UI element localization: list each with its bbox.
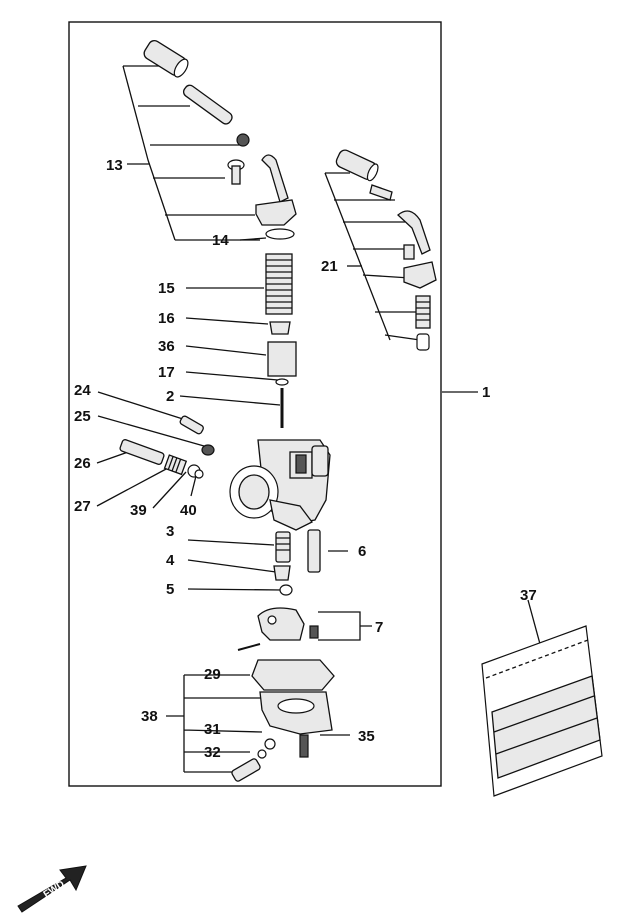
cable-tube — [182, 84, 233, 125]
callout-37: 37 — [520, 587, 537, 604]
throttle-valve — [267, 341, 297, 377]
callout-2: 2 — [166, 388, 174, 405]
float-assembly — [237, 607, 372, 651]
fwd-arrow-icon: FWD — [17, 865, 87, 913]
callout-7: 7 — [375, 619, 383, 636]
callout-1: 1 — [482, 384, 490, 401]
callout-14: 14 — [212, 232, 229, 249]
spring — [265, 253, 293, 315]
callout-24: 24 — [74, 382, 91, 399]
callout-21: 21 — [321, 258, 338, 275]
assembly-frame — [68, 21, 442, 787]
throttle-plunger-cap — [143, 40, 189, 78]
callout-5: 5 — [166, 581, 174, 598]
callout-32: 32 — [204, 744, 221, 761]
callout-39: 39 — [130, 502, 147, 519]
callout-16: 16 — [158, 310, 175, 327]
screw — [227, 159, 245, 185]
callout-40: 40 — [180, 502, 197, 519]
throttle-housing — [255, 199, 297, 226]
callout-15: 15 — [158, 280, 175, 297]
carburetor-body — [229, 439, 331, 531]
bent-pipe — [261, 154, 289, 203]
nut — [236, 133, 250, 147]
callout-25: 25 — [74, 408, 91, 425]
callout-13: 13 — [106, 157, 123, 174]
callout-17: 17 — [158, 364, 175, 381]
pilot-screw-set — [96, 391, 215, 509]
callout-27: 27 — [74, 498, 91, 515]
washer — [265, 228, 295, 240]
jets — [273, 529, 321, 596]
callout-31: 31 — [204, 721, 221, 738]
retainer — [269, 321, 291, 335]
callout-4: 4 — [166, 552, 175, 569]
callout-3: 3 — [166, 523, 174, 540]
callout-38: 38 — [141, 708, 158, 725]
gasket-bag — [481, 599, 603, 797]
callout-26: 26 — [74, 455, 91, 472]
clip — [275, 378, 289, 386]
callout-36: 36 — [158, 338, 175, 355]
callout-6: 6 — [358, 543, 366, 560]
callout-29: 29 — [204, 666, 221, 683]
throttle-parts-group — [122, 40, 297, 428]
float-bowl-assembly — [166, 659, 350, 782]
right-parts-group — [324, 149, 437, 351]
callout-35: 35 — [358, 728, 375, 745]
